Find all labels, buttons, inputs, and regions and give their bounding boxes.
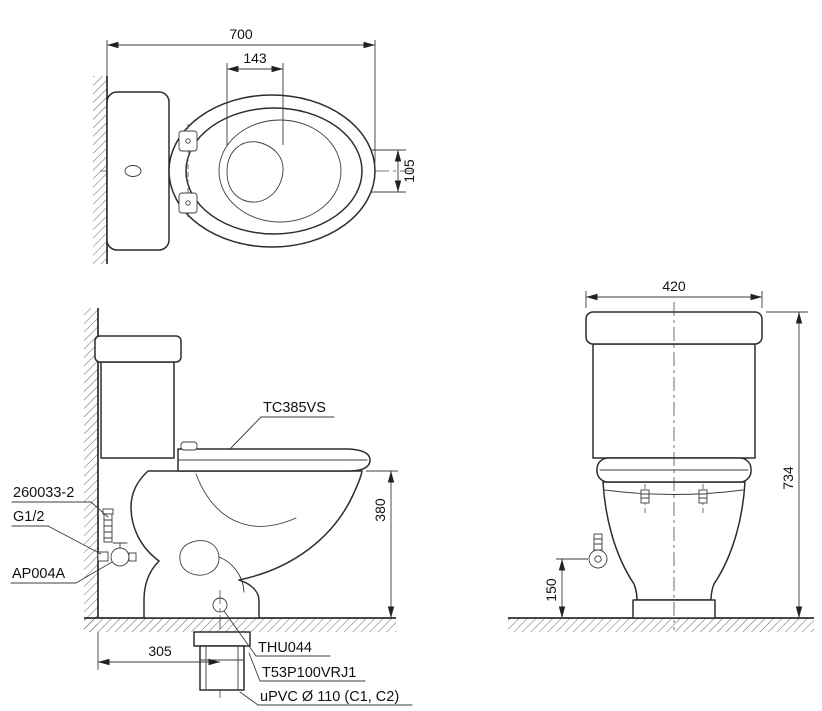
dim-380-label: 380 xyxy=(372,498,388,522)
tank-lid-side xyxy=(94,335,182,363)
label-flange-leader xyxy=(248,652,261,682)
supply-bolt-front xyxy=(593,533,603,551)
bolt-head xyxy=(102,508,114,515)
bowl-profile xyxy=(130,470,363,619)
label-fixing-bolt-leader xyxy=(90,501,109,518)
trapway-outlet-line xyxy=(218,556,245,593)
flush-button xyxy=(124,165,142,177)
dim-143-label: 143 xyxy=(243,50,267,66)
hinge-bolt-top xyxy=(185,138,191,144)
dim-150-label: 150 xyxy=(543,578,559,602)
bowl-opening-outline xyxy=(218,119,342,223)
trapway-outline xyxy=(179,540,220,576)
hinge-plate-top xyxy=(178,130,198,152)
inner-bowl-line xyxy=(195,473,297,527)
label-seat-leader xyxy=(229,416,262,450)
flange xyxy=(193,631,251,647)
front-view: 420 734 150 xyxy=(508,278,814,632)
seat-ring-outline xyxy=(185,107,363,235)
label-flange: T53P100VRJ1 xyxy=(262,665,356,681)
hinge-plate-bottom xyxy=(178,192,198,214)
rim-lip-line xyxy=(604,489,744,495)
top-view: 700 143 105 xyxy=(93,26,418,264)
label-angle-valve-leader xyxy=(75,561,113,584)
dim-420-label: 420 xyxy=(662,278,686,294)
supply-valve-inner xyxy=(594,555,602,563)
valve-outlet-stub xyxy=(128,552,137,562)
label-supply-thread: G1/2 xyxy=(13,509,44,525)
angle-valve-body xyxy=(110,547,130,567)
bolt-shaft xyxy=(103,513,113,543)
tank-top-view xyxy=(106,91,170,251)
label-seat-model: TC385VS xyxy=(263,400,326,416)
supply-stub xyxy=(97,551,109,562)
drain-pipe xyxy=(199,645,245,691)
floor-hatch-front xyxy=(508,618,814,632)
floor-hatch-side xyxy=(84,618,396,632)
label-angle-valve: AP004A xyxy=(12,566,66,582)
label-supply-thread-leader xyxy=(47,525,102,555)
wall-hatch xyxy=(93,76,107,264)
seat-hinge xyxy=(180,441,198,451)
seat-bolt-right xyxy=(698,489,708,504)
bowl-lid-outline xyxy=(168,94,376,248)
dim-700-label: 700 xyxy=(229,26,253,42)
label-outlet: THU044 xyxy=(258,640,312,656)
dim-105-label: 105 xyxy=(401,159,417,183)
label-outlet-leader xyxy=(223,610,257,657)
tank-body-side xyxy=(100,361,175,459)
dim-734-label: 734 xyxy=(780,466,796,490)
seat-bolt-left xyxy=(640,489,650,504)
dim-305-label: 305 xyxy=(148,643,172,659)
label-fixing-bolt: 260033-2 xyxy=(13,485,74,501)
label-drain-pipe: uPVC Ø 110 (C1, C2) xyxy=(260,689,399,705)
supply-valve-front xyxy=(588,549,608,569)
label-drain-pipe-leader xyxy=(239,691,259,706)
hinge-bolt-bottom xyxy=(185,200,191,206)
side-view: 380 305 TC385VS 260033-2 G1/2 AP004A THU… xyxy=(10,308,413,706)
water-surface-outline xyxy=(226,141,284,203)
